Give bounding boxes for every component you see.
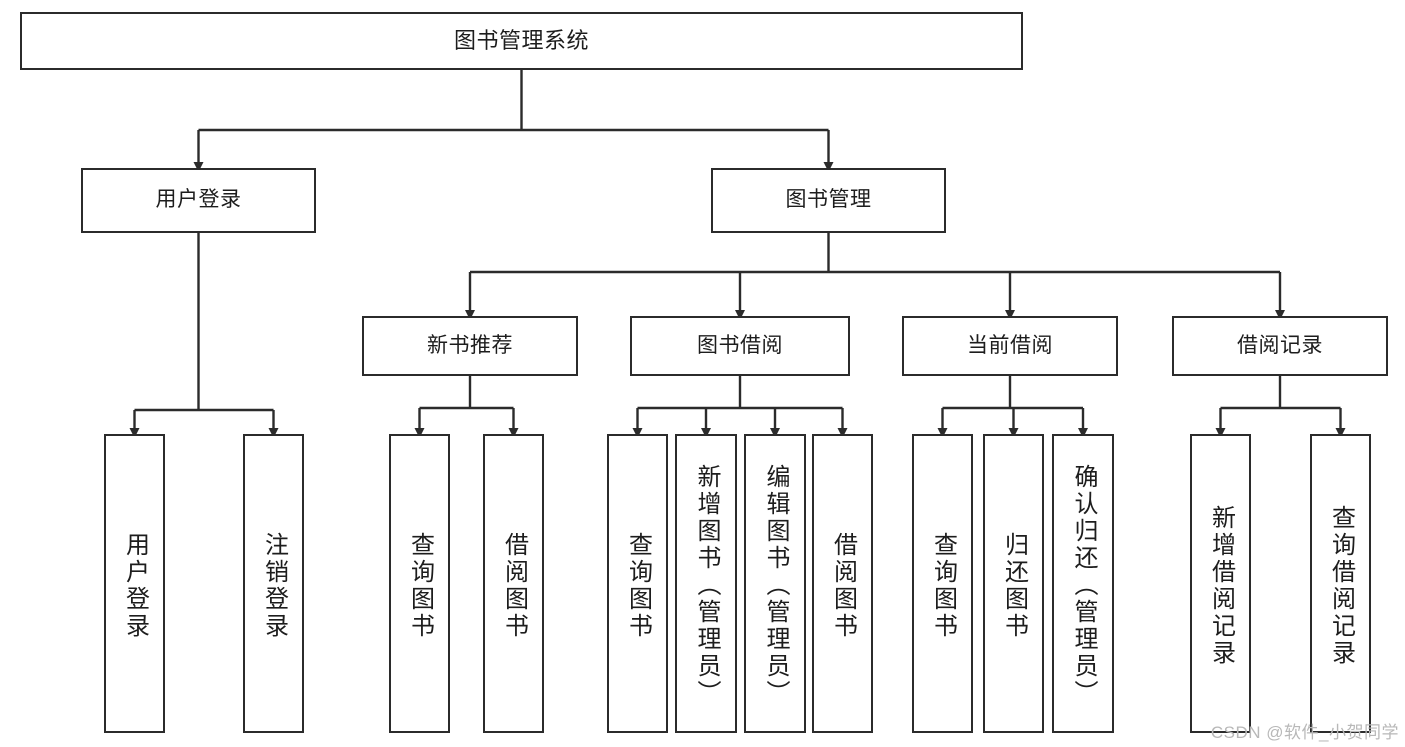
node-label: 图书管理系统: [453, 28, 589, 54]
node-label: 图书借阅: [697, 333, 783, 357]
node-label: 用户登录: [155, 188, 242, 212]
node-c3[interactable]: 确认归还（管理员）: [1052, 434, 1114, 733]
node-label: 查询图书: [406, 531, 434, 640]
node-label: 查询图书: [929, 531, 957, 640]
node-label: 新增图书（管理员）: [693, 464, 720, 707]
node-records[interactable]: 借阅记录: [1172, 316, 1388, 376]
node-label: 新增借阅记录: [1207, 504, 1235, 667]
node-login[interactable]: 用户登录: [81, 168, 316, 233]
node-label: 借阅图书: [500, 531, 528, 640]
node-r2[interactable]: 查询借阅记录: [1310, 434, 1371, 733]
node-b4[interactable]: 借阅图书: [812, 434, 873, 733]
node-l1[interactable]: 用户登录: [104, 434, 165, 733]
node-c2[interactable]: 归还图书: [983, 434, 1044, 733]
node-b1[interactable]: 查询图书: [607, 434, 668, 733]
node-label: 借阅图书: [829, 531, 857, 640]
node-r1[interactable]: 新增借阅记录: [1190, 434, 1251, 733]
node-n2[interactable]: 借阅图书: [483, 434, 544, 733]
node-l2[interactable]: 注销登录: [243, 434, 304, 733]
node-label: 编辑图书（管理员）: [762, 464, 789, 707]
node-label: 借阅记录: [1237, 333, 1323, 357]
connector-lines: [129, 70, 1346, 438]
node-label: 查询借阅记录: [1327, 504, 1355, 667]
node-b3[interactable]: 编辑图书（管理员）: [744, 434, 806, 733]
watermark: CSDN @软件_小贺同学: [1210, 723, 1399, 742]
node-label: 新书推荐: [427, 333, 513, 357]
node-newbook[interactable]: 新书推荐: [362, 316, 578, 376]
node-label: 图书管理: [785, 188, 872, 212]
node-label: 归还图书: [1000, 531, 1028, 640]
node-label: 注销登录: [260, 531, 288, 640]
node-borrow[interactable]: 图书借阅: [630, 316, 850, 376]
node-bookmgmt[interactable]: 图书管理: [711, 168, 946, 233]
node-n1[interactable]: 查询图书: [389, 434, 450, 733]
node-label: 确认归还（管理员）: [1070, 464, 1097, 707]
node-current[interactable]: 当前借阅: [902, 316, 1118, 376]
node-label: 用户登录: [121, 531, 149, 640]
node-label: 当前借阅: [967, 333, 1053, 357]
node-c1[interactable]: 查询图书: [912, 434, 973, 733]
node-label: 查询图书: [624, 531, 652, 640]
node-root[interactable]: 图书管理系统: [20, 12, 1023, 70]
node-b2[interactable]: 新增图书（管理员）: [675, 434, 737, 733]
